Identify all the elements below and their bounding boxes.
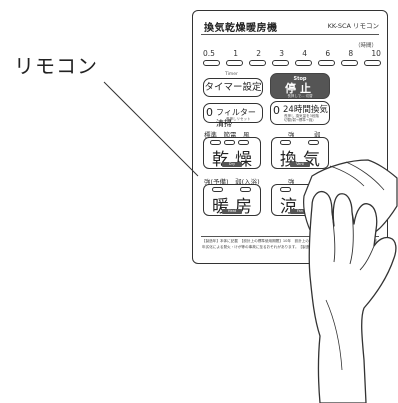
gloved-hand — [308, 190, 397, 403]
ventilation-24h-label: 24時間換気 — [283, 105, 328, 115]
timer-indicator-row — [203, 60, 381, 66]
timer-tick: 1 — [233, 49, 238, 58]
stop-button[interactable]: Stop 停止 長押しで... 切替 — [270, 73, 330, 99]
heat-mode-button[interactable]: 暖房 Heat — [203, 184, 261, 217]
timer-tick: 3 — [279, 49, 285, 58]
heat-mode-labels: 強(予備) 弱(入浴) — [204, 178, 260, 186]
mode-led — [212, 187, 223, 192]
timer-led — [203, 60, 220, 66]
title-divider — [201, 34, 379, 35]
footer-divider — [201, 236, 379, 237]
remote-callout-label: リモコン — [14, 54, 98, 78]
mode-led — [308, 140, 319, 145]
timer-button-sublabel: Timer — [225, 72, 238, 77]
timer-tick: 0.5 — [203, 49, 215, 58]
dry-mode-button[interactable]: 乾燥 Dry — [203, 137, 261, 170]
timer-tick: 10 — [371, 49, 381, 58]
cool-mode-en: Fan — [290, 209, 310, 214]
ventilation-24h-sublabel: 長押し 換気量を3段階切替(弱→標準→強) — [284, 114, 319, 123]
vent-mode-leds — [280, 140, 319, 145]
mode-led — [210, 140, 221, 145]
filter-sublabel: 長押しリセット — [226, 117, 251, 121]
dry-mode-leds — [210, 140, 249, 145]
stop-button-en: Stop — [293, 76, 307, 82]
mode-led — [280, 187, 291, 192]
dry-mode-labels: 標準 節電 風 — [204, 131, 250, 139]
timer-tick: 8 — [348, 49, 354, 58]
heat-mode-en: Heat — [222, 209, 242, 214]
timer-led — [341, 60, 358, 66]
timer-led — [272, 60, 289, 66]
filter-clean-button[interactable]: 0 フィルター清掃 長押しリセット — [203, 103, 263, 128]
mode-led — [280, 140, 291, 145]
vent-mode-en: Vent — [290, 162, 310, 167]
filter-label: フィルター清掃 — [216, 108, 256, 128]
timer-caption: （時間） — [354, 43, 377, 49]
cool-mode-labels: 強 弱 — [288, 178, 321, 186]
timer-led — [226, 60, 243, 66]
remote-control: 換気乾燥暖房機 KK-SCA リモコン （時間） 0.5 1 2 3 4 6 8… — [192, 10, 388, 264]
timer-set-button[interactable]: タイマー設定 — [203, 78, 263, 97]
mode-led — [240, 187, 251, 192]
mode-led — [238, 140, 249, 145]
ventilation-24h-prefix: 0 — [273, 104, 280, 117]
timer-tick: 6 — [325, 49, 331, 58]
timer-tick: 2 — [256, 49, 261, 58]
vent-mode-button[interactable]: 換気 Vent — [271, 137, 329, 170]
filter-prefix: 0 — [206, 106, 213, 119]
remote-footer-text: 【製造年】本体に記載 【設計上の標準使用期間】10年 設計上の標準使用期間を超え… — [202, 239, 377, 249]
heat-mode-leds — [212, 187, 251, 192]
timer-scale: 0.5 1 2 3 4 6 8 10 — [203, 49, 381, 58]
dry-mode-en: Dry — [222, 162, 242, 167]
timer-led — [295, 60, 312, 66]
stop-button-label: 停止 — [285, 82, 315, 95]
timer-led — [318, 60, 335, 66]
mode-led — [224, 140, 235, 145]
timer-tick: 4 — [302, 49, 308, 58]
vent-mode-labels: 強 弱 — [288, 131, 321, 139]
remote-model: KK-SCA リモコン — [327, 22, 379, 30]
stop-button-note: 長押しで... 切替 — [287, 94, 313, 98]
ventilation-24h-button[interactable]: 0 24時間換気 長押し 換気量を3段階切替(弱→標準→強) — [270, 101, 330, 125]
timer-led — [364, 60, 381, 66]
timer-led — [249, 60, 266, 66]
remote-title: 換気乾燥暖房機 — [204, 23, 278, 34]
callout-leader-line — [103, 81, 199, 177]
